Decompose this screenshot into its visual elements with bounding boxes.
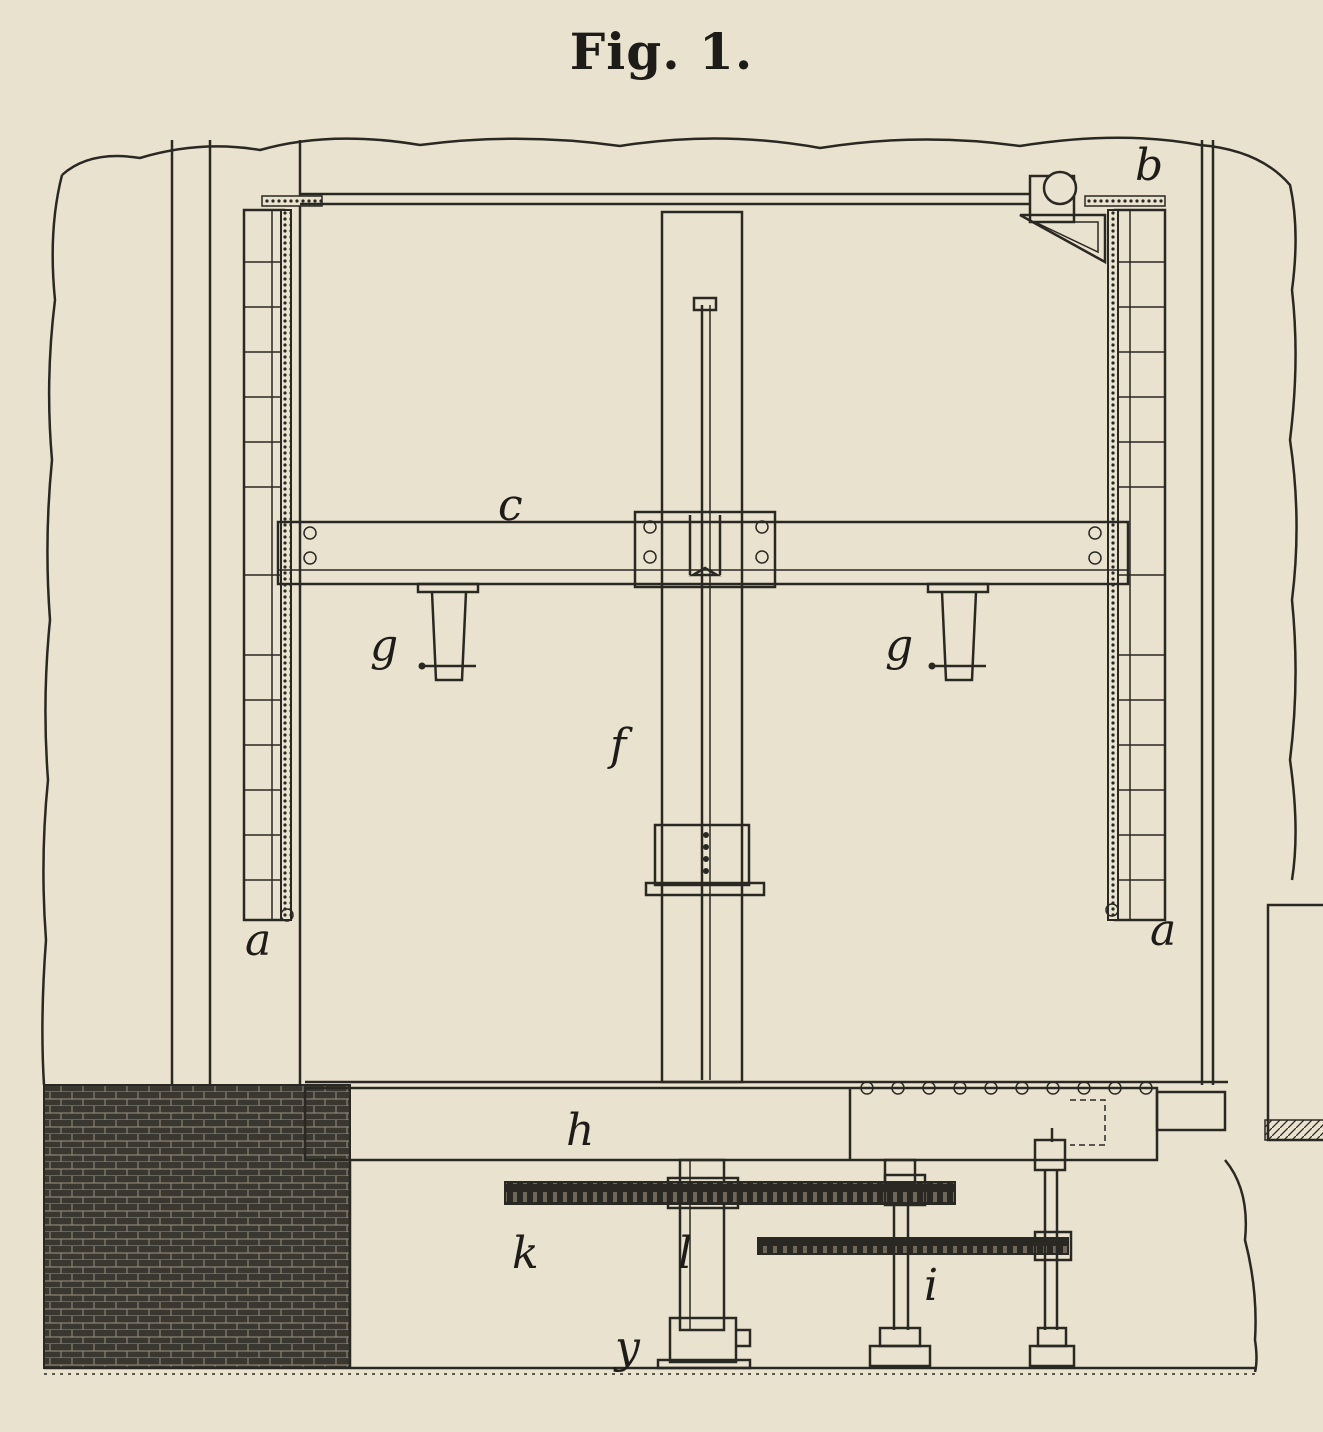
bracket-right [926, 582, 990, 682]
label-y: y [613, 1322, 641, 1373]
label-i: i [924, 1260, 938, 1311]
wall-right-lower [1224, 1159, 1258, 1373]
beam [303, 1086, 1159, 1162]
label-g-left: g [370, 620, 398, 671]
column-collar [653, 823, 751, 887]
label-k: k [512, 1228, 539, 1279]
label-l: l [678, 1228, 692, 1279]
pulley [1042, 170, 1078, 206]
figure-title: Fig. 1. [569, 22, 754, 81]
wall-outline [61, 136, 1298, 881]
label-a-left: a [245, 915, 271, 966]
shaft [678, 1158, 726, 1332]
side-block [1266, 903, 1323, 1142]
gear-large [504, 1181, 956, 1205]
pulley-bracket [1019, 213, 1107, 265]
rack-right-rungs [1118, 261, 1165, 881]
top-chain-left [261, 195, 323, 207]
beam-extension [1155, 1090, 1227, 1132]
crossbar-bolts [303, 520, 1102, 565]
shaft-foot [668, 1316, 738, 1364]
bracket-left [416, 582, 480, 682]
label-b: b [1135, 140, 1163, 191]
rack-right-outer [1113, 208, 1167, 922]
label-h: h [566, 1105, 594, 1156]
rack-left-teeth [280, 209, 292, 921]
wall-left-edge [41, 174, 64, 1086]
label-g-right: g [885, 620, 913, 671]
label-a-right: a [1150, 905, 1176, 956]
pillar-mid [883, 1158, 917, 1186]
beam-bolts [860, 1081, 1153, 1095]
label-f: f [607, 720, 633, 771]
crossbar-clamp [633, 510, 777, 589]
crossbar [276, 520, 1130, 586]
pillar-right [1033, 1138, 1067, 1172]
gear-small [757, 1237, 1069, 1255]
label-c: c [498, 480, 523, 531]
rack-left-rungs [244, 261, 281, 881]
rack-right-teeth [1107, 209, 1119, 921]
top-chain-right [1084, 195, 1166, 207]
